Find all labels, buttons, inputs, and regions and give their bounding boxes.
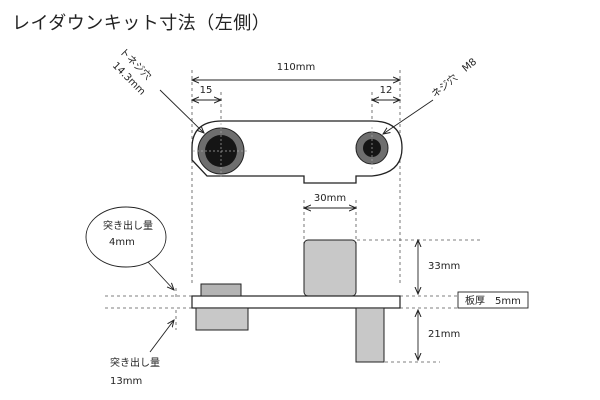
base-plate [191, 295, 401, 309]
dim-30-label: 30mm [314, 193, 346, 204]
dim-21: 21mm [418, 310, 460, 360]
protrusion-top-callout: 突き出し量 4mm [85, 206, 174, 290]
dim-110-label: 110mm [277, 62, 316, 73]
protrusion-top-label-1: 突き出し量 [103, 219, 153, 232]
left-collar-top [200, 283, 242, 297]
bracket-body [191, 120, 403, 184]
dim-12: 12 [372, 85, 400, 100]
right-hole [355, 127, 389, 169]
dim-33-label: 33mm [428, 261, 460, 272]
dim-15-label: 15 [200, 85, 213, 96]
dim-12-label: 12 [380, 85, 393, 96]
dim-30: 30mm [304, 193, 356, 208]
upper-boss [303, 239, 357, 297]
left-collar-bottom [195, 307, 249, 331]
plate-thickness-label: 板厚 5mm [465, 294, 521, 307]
dim-21-label: 21mm [428, 329, 460, 340]
protrusion-top-label-2: 4mm [109, 237, 135, 248]
left-hole-callout: トネジ穴 14.3mm [110, 45, 204, 133]
protrusion-bottom-callout: 突き出し量 13mm [110, 320, 174, 387]
right-hole-label: ネジ穴 M8 [429, 55, 479, 100]
lower-bolt [355, 307, 385, 363]
dim-33: 33mm [418, 240, 460, 294]
plate-thickness-callout: 板厚 5mm [457, 291, 529, 309]
left-hole [193, 123, 249, 179]
right-hole-callout: ネジ穴 M8 [383, 55, 479, 134]
protrusion-bottom-label-2: 13mm [110, 376, 142, 387]
dim-15: 15 [192, 85, 221, 100]
diagram-title: レイダウンキット寸法（左側） [12, 13, 271, 34]
dim-110: 110mm [192, 62, 400, 80]
protrusion-bottom-label-1: 突き出し量 [110, 356, 160, 369]
